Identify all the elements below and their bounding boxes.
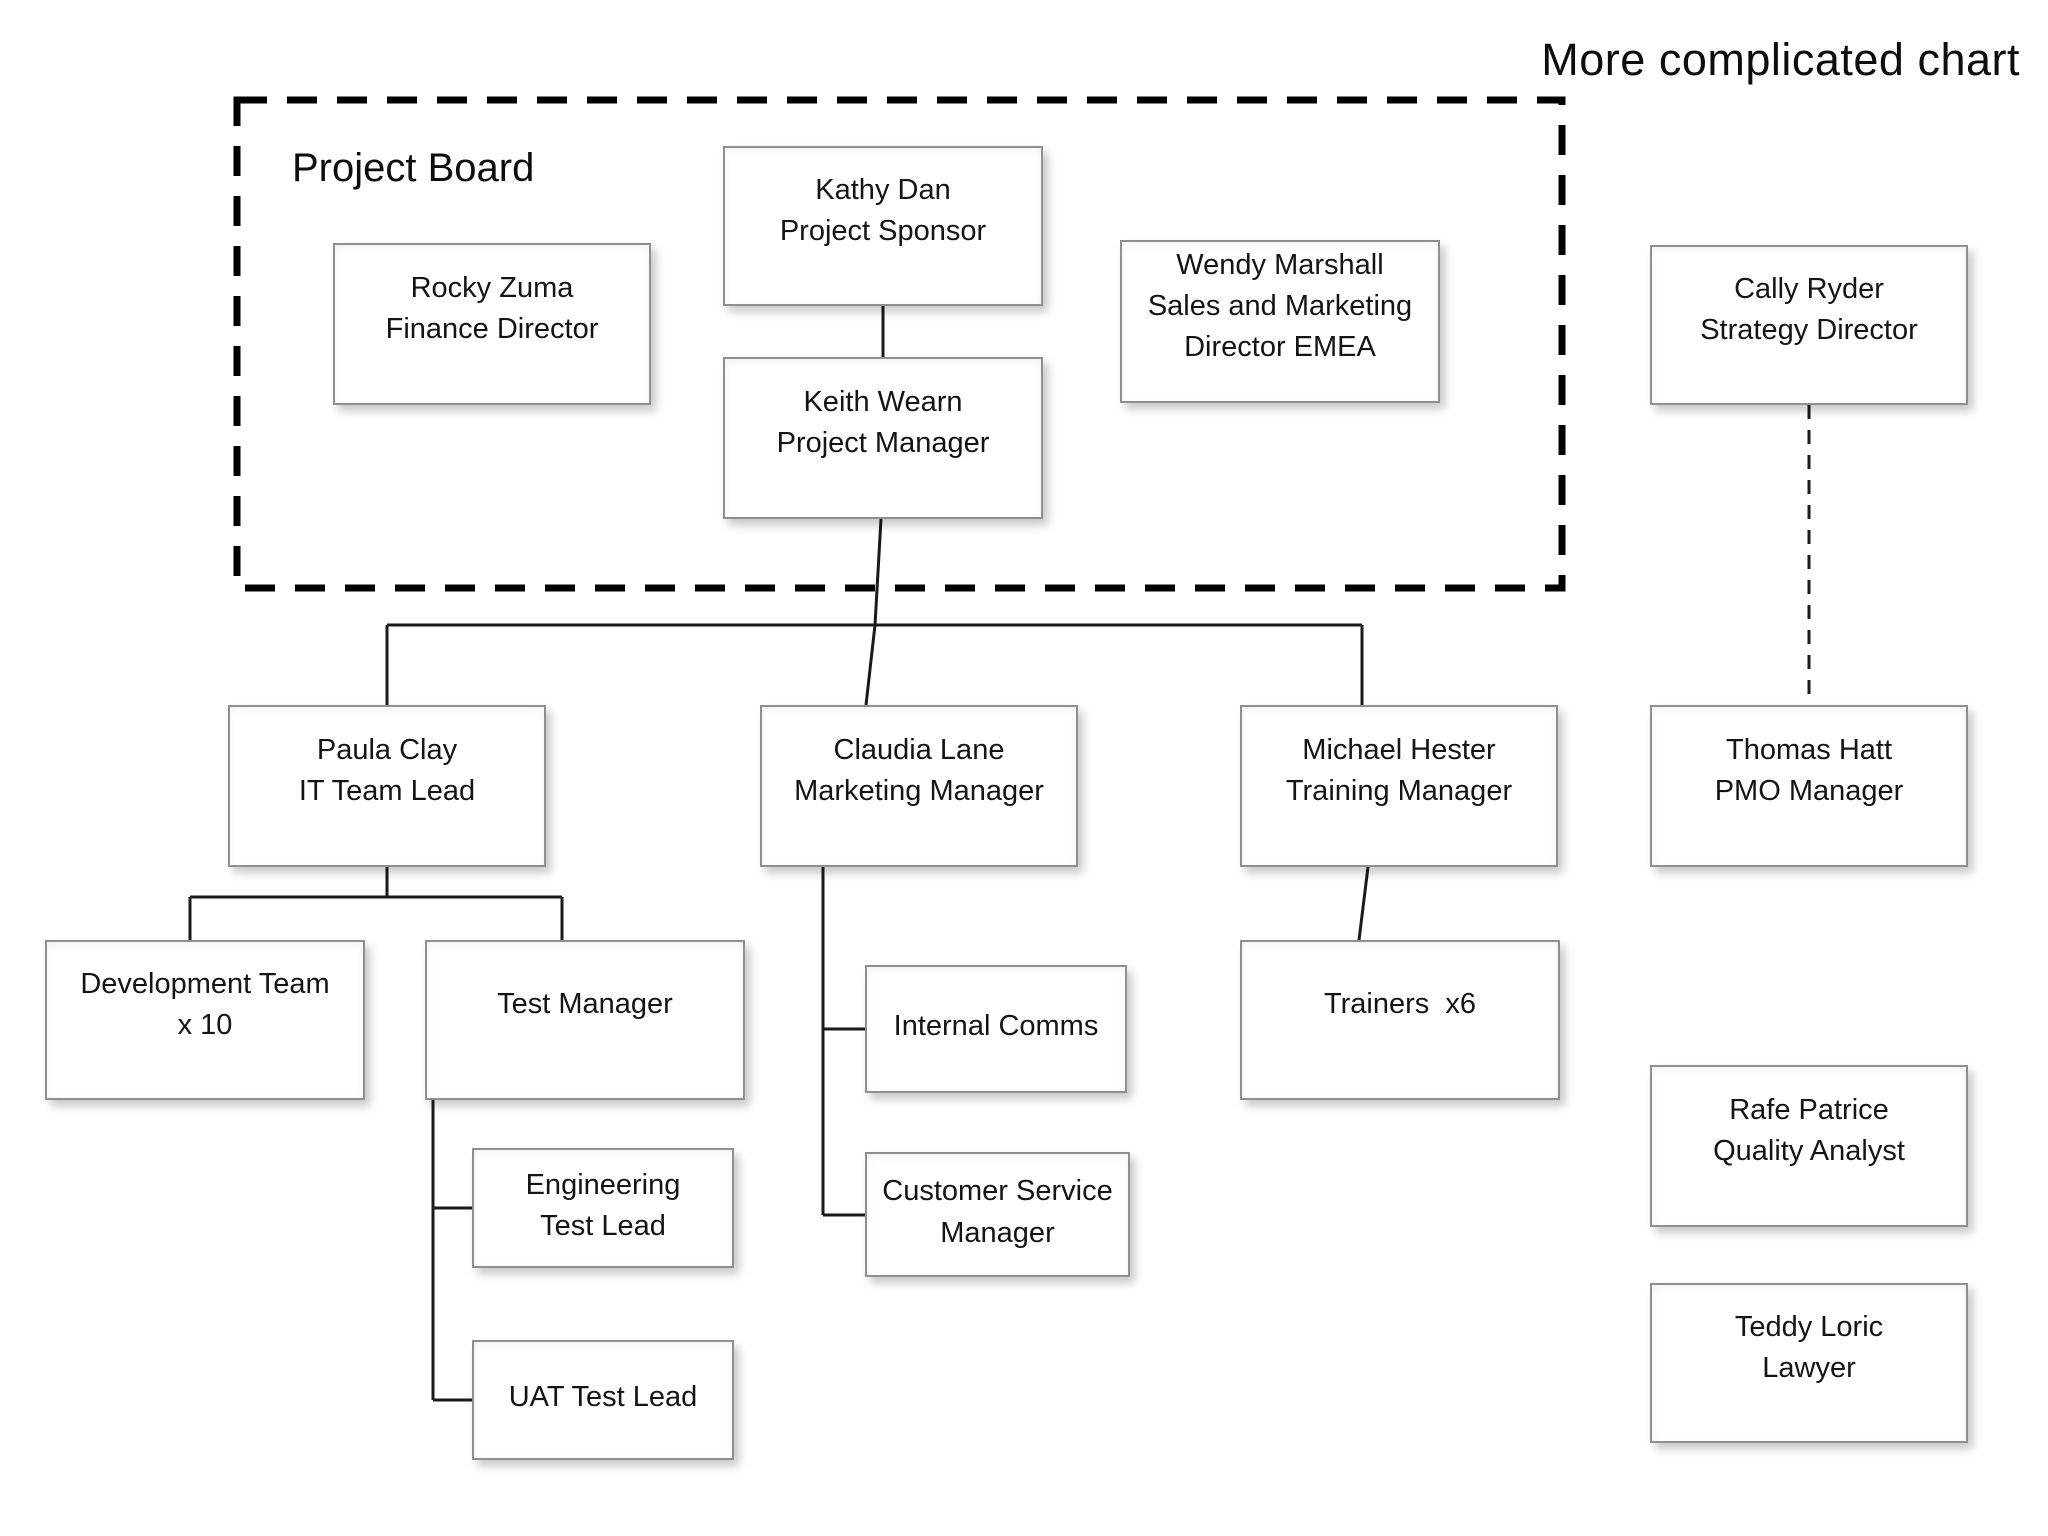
org-box-thomas-label-line: Thomas Hatt <box>1726 733 1892 766</box>
org-box-cally-label-line: Strategy Director <box>1700 314 1918 346</box>
connector-michael-to-trainers <box>1357 866 1370 941</box>
org-box-michael-label-line: Michael Hester <box>1302 733 1496 766</box>
org-box-wendy-label-line: Sales and Marketing <box>1147 289 1413 322</box>
org-box-rocky-label-line: Rocky Zuma <box>410 271 574 304</box>
org-box-thomas-label-line: PMO Manager <box>1714 775 1904 807</box>
connector-keith-to-hub <box>873 518 883 626</box>
org-box-internal-label-line: Internal Comms <box>893 1010 1099 1043</box>
org-box-keith-label-line: Project Manager <box>776 427 990 459</box>
org-box-devteam-label-line: x 10 <box>177 1009 233 1041</box>
org-box-wendy-label-line: Wendy Marshall <box>1176 248 1384 281</box>
project-board-dashed-border <box>233 96 1566 592</box>
org-box-keith-label-line: Keith Wearn <box>803 385 963 418</box>
org-box-kathy-label-line: Project Sponsor <box>779 215 987 247</box>
org-box-testmgr-label-line: Test Manager <box>497 988 673 1021</box>
org-box-rafe-label-line: Quality Analyst <box>1713 1135 1905 1167</box>
org-box-customer-label-line: Customer Service <box>882 1175 1113 1208</box>
org-box-paula-label-line: IT Team Lead <box>298 775 476 807</box>
org-box-paula[interactable]: Paula Clay IT Team Lead <box>228 705 546 867</box>
org-box-engineering-label-line: Test Lead <box>540 1210 666 1242</box>
org-box-paula-label-line: Paula Clay <box>316 733 458 766</box>
org-box-claudia-label-line: Marketing Manager <box>794 775 1044 807</box>
org-box-uat-label-line: UAT Test Lead <box>508 1381 698 1414</box>
org-box-wendy-label-line: Director EMEA <box>1184 331 1376 364</box>
org-box-teddy-label-line: Teddy Loric <box>1734 1310 1884 1343</box>
chart-title: More complicated chart <box>1541 34 2020 85</box>
org-box-engineering-label-line: Engineering <box>525 1168 681 1201</box>
org-box-uat[interactable]: UAT Test Lead <box>472 1340 734 1460</box>
org-box-trainers-label-line: Trainers x6 <box>1323 988 1477 1021</box>
org-box-kathy-label-line: Kathy Dan <box>815 173 951 206</box>
project-board-label: Project Board <box>292 146 535 190</box>
org-box-teddy-label-line: Lawyer <box>1762 1352 1856 1384</box>
org-box-michael-label-line: Training Manager <box>1285 775 1513 807</box>
org-box-customer-label-line: Manager <box>940 1216 1055 1249</box>
org-box-trainers[interactable]: Trainers x6 <box>1240 940 1560 1100</box>
org-box-rocky-label-line: Finance Director <box>385 313 599 345</box>
org-box-devteam-label-line: Development Team <box>80 967 330 1000</box>
org-box-claudia-label-line: Claudia Lane <box>833 733 1005 766</box>
org-box-devteam[interactable]: Development Team x 10 <box>45 940 365 1100</box>
connector-hub-to-claudia <box>864 624 877 706</box>
org-box-cally-label-line: Cally Ryder <box>1734 272 1884 305</box>
org-box-internal[interactable]: Internal Comms <box>865 965 1127 1093</box>
org-box-testmgr[interactable]: Test Manager <box>425 940 745 1100</box>
org-box-rafe-label-line: Rafe Patrice <box>1729 1093 1889 1126</box>
